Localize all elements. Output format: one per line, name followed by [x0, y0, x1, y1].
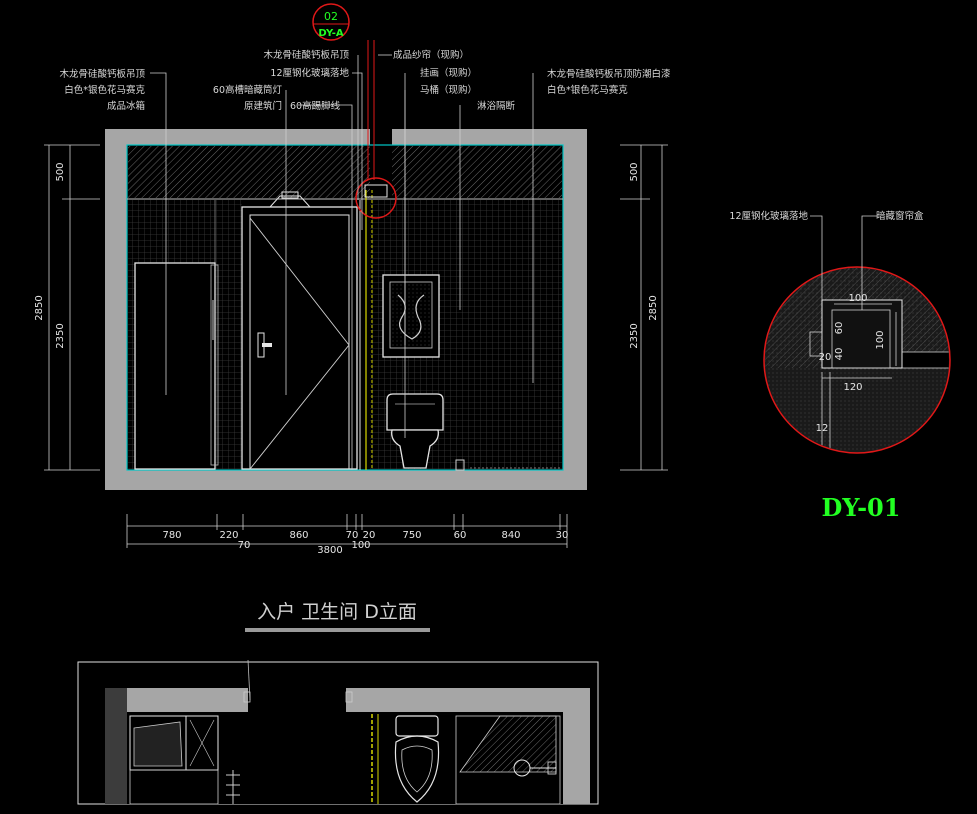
wall-picture	[382, 274, 440, 358]
dim-right-2850: 2850	[648, 295, 659, 320]
dim-right-500: 500	[629, 162, 640, 181]
dim-70-b: 70	[238, 540, 251, 551]
label-glass: 12厘钢化玻璃落地	[270, 67, 349, 79]
label-baseboard: 60高踢脚线	[290, 100, 341, 112]
detail-label-glass: 12厘钢化玻璃落地	[729, 210, 808, 222]
detail-dim-60: 60	[834, 322, 845, 335]
drawing-title: 入户 卫生间 D立面	[257, 601, 417, 623]
section-callout: 02 DY-A	[312, 3, 350, 41]
label-ceiling-center: 木龙骨硅酸钙板吊顶	[263, 49, 349, 61]
dim-780: 780	[162, 530, 181, 541]
ceiling-notch	[370, 129, 392, 169]
detail-dim-20: 20	[819, 352, 832, 363]
dim-70-a: 70	[346, 530, 359, 541]
detail-dim-40: 40	[834, 348, 845, 361]
label-mosaic-left: 白色*银色花马赛克	[64, 84, 145, 96]
dims-right	[620, 144, 668, 471]
elevation-d	[105, 40, 587, 490]
dim-left-2350: 2350	[55, 323, 66, 348]
fridge	[134, 262, 219, 470]
label-curtain: 成品纱帘（现购）	[393, 49, 469, 61]
dim-left-500: 500	[55, 162, 66, 181]
callout-code: DY-A	[318, 28, 343, 39]
label-picture: 挂画（现购）	[420, 67, 477, 79]
floor-plan	[77, 659, 599, 805]
dim-60: 60	[454, 530, 467, 541]
label-ceiling-right: 木龙骨硅酸钙板吊顶防潮白漆	[547, 68, 671, 80]
dim-total-3800: 3800	[317, 545, 342, 556]
detail-dy01	[763, 215, 951, 454]
dim-750: 750	[402, 530, 421, 541]
dim-220: 220	[219, 530, 238, 541]
title-underline	[245, 628, 430, 632]
leader-lines	[150, 54, 534, 470]
dim-right-2350: 2350	[629, 323, 640, 348]
label-ceiling-left: 木龙骨硅酸钙板吊顶	[59, 68, 145, 80]
label-downlight: 60高槽暗藏筒灯	[213, 84, 283, 96]
dim-30: 30	[556, 530, 569, 541]
callout-number: 02	[324, 10, 338, 23]
ceiling-hatch	[128, 146, 370, 198]
detail-callout-circle	[355, 177, 397, 219]
detail-label-curtain-box: 暗藏窗帘盒	[876, 210, 924, 222]
dims-left	[44, 144, 100, 471]
detail-dim-12: 12	[816, 423, 829, 434]
toilet	[386, 393, 444, 469]
glass-partition	[359, 184, 388, 470]
dims-bottom	[126, 514, 568, 548]
label-fridge: 成品冰箱	[107, 100, 145, 112]
label-mosaic-right: 白色*银色花马赛克	[547, 84, 628, 96]
dim-840: 840	[501, 530, 520, 541]
dim-860: 860	[289, 530, 308, 541]
detail-dim-120: 120	[843, 382, 862, 393]
detail-dim-100-side: 100	[875, 330, 886, 349]
dim-left-2850: 2850	[34, 295, 45, 320]
door	[241, 191, 358, 470]
label-door: 原建筑门	[244, 100, 282, 112]
dim-20: 20	[363, 530, 376, 541]
label-toilet: 马桶（现购）	[420, 84, 477, 96]
detail-label-dy01: DY-01	[822, 493, 901, 522]
label-shower: 淋浴隔断	[477, 100, 516, 112]
dim-100: 100	[351, 540, 370, 551]
detail-dim-100-top: 100	[848, 293, 867, 304]
